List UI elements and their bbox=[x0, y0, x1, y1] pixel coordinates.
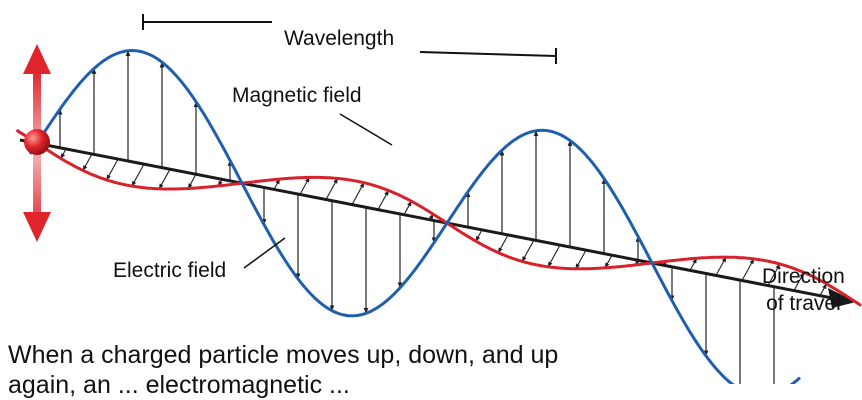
magnetic-vector bbox=[83, 154, 92, 170]
magnetic-vector bbox=[132, 164, 144, 186]
magnetic-vector bbox=[742, 259, 754, 281]
magnetic-field-label: Magnetic field bbox=[232, 85, 362, 106]
caption-text: When a charged particle moves up, down, … bbox=[8, 340, 558, 400]
magnetic-vector bbox=[352, 183, 364, 205]
magnetic-vector bbox=[188, 174, 196, 188]
caption-line-1: When a charged particle moves up, down, … bbox=[8, 340, 558, 370]
charged-particle-icon bbox=[24, 129, 50, 155]
electric-field-label: Electric field bbox=[113, 260, 226, 281]
magnetic-vector bbox=[716, 257, 726, 275]
magnetic-vector bbox=[404, 201, 411, 215]
em-wave-diagram bbox=[0, 0, 862, 384]
magnetic-vector bbox=[522, 240, 534, 261]
caption-line-2: again, an ... electromagnetic ... bbox=[8, 370, 558, 400]
magnetic-vector bbox=[378, 191, 389, 210]
magnetic-vector bbox=[326, 178, 338, 199]
magnetic-vector bbox=[498, 235, 508, 253]
magnetic-vector bbox=[576, 250, 586, 269]
magnetic-vector bbox=[476, 230, 482, 241]
direction-of-travel-label: Direction of travel bbox=[762, 263, 845, 317]
magnetic-vector bbox=[159, 169, 170, 189]
magnetic-vector bbox=[61, 149, 66, 158]
magnetic-vector bbox=[107, 159, 118, 180]
direction-axis bbox=[20, 140, 856, 308]
wavelength-label: Wavelength bbox=[284, 28, 394, 49]
magnetic-vector bbox=[300, 177, 309, 194]
magnetic-field-leader bbox=[340, 114, 392, 145]
magnetic-vector bbox=[548, 245, 560, 267]
